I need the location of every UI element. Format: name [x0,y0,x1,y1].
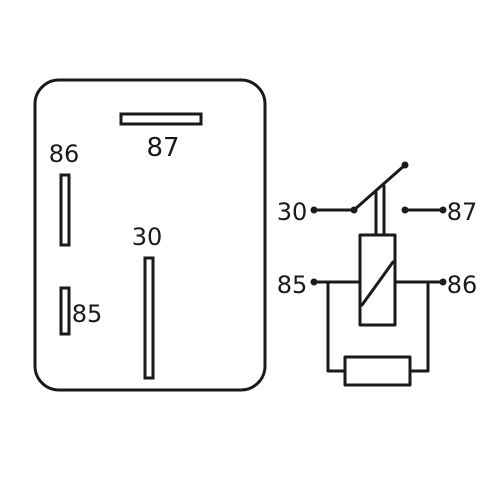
terminal-87-label: 87 [447,198,478,226]
resistor-wire-right [408,280,430,373]
coil-box [358,233,397,327]
pin-87-label: 87 [146,133,179,163]
pin-30-label: 30 [132,223,163,251]
coil-diagonal [360,260,395,307]
terminal-87-dot [439,206,447,214]
terminal-85-label: 85 [277,271,308,299]
no-contact-dot [401,206,409,214]
terminal-30-label: 30 [277,198,308,226]
switch-arm [352,163,407,212]
switch-arm-tip-dot [401,161,409,169]
pin-30-blade [143,256,155,380]
pin-86-label: 86 [49,140,80,168]
relay-schematic: 30 87 85 [277,161,478,387]
coil-section: 85 86 [277,233,478,387]
pin-86-blade [59,173,71,247]
terminal-86-label: 86 [447,271,478,299]
suppression-resistor [343,355,412,387]
pin-87-blade [119,112,203,126]
relay-footprint: 87 86 30 85 [33,78,267,392]
terminal-85-dot [310,278,318,286]
pin-85-blade [59,286,71,336]
switch-section: 30 87 [277,161,478,237]
terminal-30-dot [310,206,318,214]
terminal-86-dot [439,278,447,286]
pin-85-label: 85 [72,300,103,328]
relay-housing-outline [33,78,267,392]
resistor-wire-left [326,280,347,373]
